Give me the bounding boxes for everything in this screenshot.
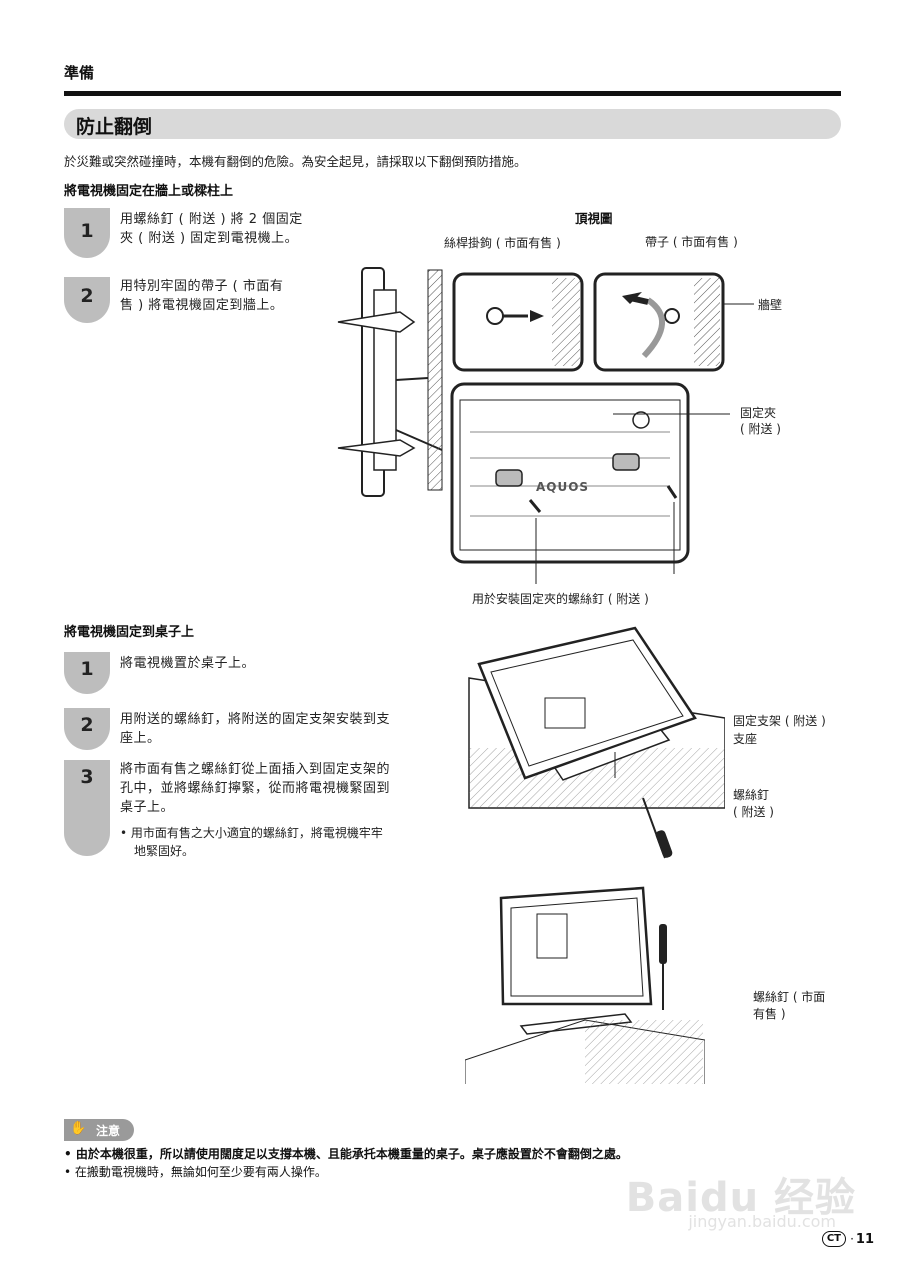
section-label: 準備 bbox=[64, 64, 95, 82]
intro-text: 於災難或突然碰撞時，本機有翻倒的危險。為安全起見，請採取以下翻倒預防措施。 bbox=[64, 154, 527, 169]
table-step-2-text: 用附送的螺絲釘，將附送的固定支架安裝到支 座上。 bbox=[120, 710, 390, 748]
bullet-line: 地緊固好。 bbox=[134, 844, 195, 858]
table-bullet: • 用市面有售之大小適宜的螺絲釘，將電視機牢牢 地緊固好。 bbox=[120, 824, 383, 860]
table-diagram-2 bbox=[465, 886, 705, 1084]
hand-icon: ✋ bbox=[70, 1121, 87, 1136]
step-line: 桌子上。 bbox=[120, 800, 175, 815]
step-line: 夾 ( 附送 ) 固定到電視機上。 bbox=[120, 231, 299, 246]
footer-separator: · bbox=[850, 1232, 854, 1246]
page-title: 防止翻倒 bbox=[76, 116, 153, 138]
step-number: 2 bbox=[80, 285, 94, 307]
aquos-logo: AQUOS bbox=[536, 480, 590, 494]
step-line: 用螺絲釘 ( 附送 ) 將 2 個固定 bbox=[120, 212, 303, 227]
step-number: 3 bbox=[80, 766, 94, 788]
step-number: 1 bbox=[80, 220, 94, 242]
step-line: 座上。 bbox=[120, 731, 161, 746]
caution-item-text: 在搬動電視機時，無論如何至少要有兩人操作。 bbox=[74, 1165, 327, 1179]
step-line: 用附送的螺絲釘，將附送的固定支架安裝到支 bbox=[120, 712, 391, 727]
caution-badge bbox=[64, 1119, 134, 1141]
table-step-3-text: 將市面有售之螺絲釘從上面插入到固定支架的 孔中，並將螺絲釘擰緊，從而將電視機緊固… bbox=[120, 760, 390, 817]
page-number: 11 bbox=[855, 1232, 874, 1247]
header-rule bbox=[64, 91, 841, 96]
table-step-1-text: 將電視機置於桌子上。 bbox=[120, 654, 255, 673]
step-line: 孔中，並將螺絲釘擰緊，從而將電視機緊固到 bbox=[120, 781, 391, 796]
watermark-url: jingyan.baidu.com bbox=[688, 1212, 836, 1231]
table-section-heading: 將電視機固定到桌子上 bbox=[64, 625, 195, 640]
watermark-brand: Baidu 经验 bbox=[625, 1175, 856, 1221]
step-badge-table-3: 3 bbox=[64, 760, 110, 856]
clamp-label-sub: ( 附送 ) bbox=[740, 422, 781, 436]
wall-section-heading: 將電視機固定在牆上或樑柱上 bbox=[64, 184, 234, 199]
strap-label: 帶子 ( 市面有售 ) bbox=[645, 235, 738, 249]
screw-retail-label: 螺絲釘 ( 市面 bbox=[753, 990, 826, 1004]
clamp-label: 固定夾 bbox=[740, 406, 777, 420]
step-badge-wall-1: 1 bbox=[64, 208, 110, 258]
step-badge-wall-2: 2 bbox=[64, 277, 110, 323]
step-badge-table-2: 2 bbox=[64, 708, 110, 750]
caution-item-text: 由於本機很重，所以請使用闊度足以支撐本機、且能承托本機重量的桌子。桌子應設置於不… bbox=[75, 1147, 628, 1161]
wall-mount-diagram bbox=[337, 267, 754, 584]
screw-label: 螺絲釘 bbox=[733, 788, 770, 802]
step-number: 2 bbox=[80, 714, 94, 736]
bullet-dot: • bbox=[64, 1147, 76, 1161]
step-line: 售 ) 將電視機固定到牆上。 bbox=[120, 298, 284, 313]
step-badge-table-1: 1 bbox=[64, 652, 110, 694]
clamp-screw-label: 用於安裝固定夾的螺絲釘 ( 附送 ) bbox=[472, 592, 649, 606]
caution-item: • 在搬動電視機時，無論如何至少要有兩人操作。 bbox=[64, 1163, 327, 1180]
bracket-label: 固定支架 ( 附送 ) bbox=[733, 714, 826, 728]
bullet-dot: • bbox=[64, 1165, 75, 1179]
stand-label: 支座 bbox=[733, 732, 758, 746]
ct-badge: CT bbox=[821, 1231, 846, 1247]
wall-label: 牆壁 bbox=[758, 298, 783, 312]
tv-side-view bbox=[337, 267, 443, 497]
step-number: 1 bbox=[80, 658, 94, 680]
step-line: 用特別牢固的帶子 ( 市面有 bbox=[120, 279, 284, 294]
wall-step-1-text: 用螺絲釘 ( 附送 ) 將 2 個固定 夾 ( 附送 ) 固定到電視機上。 bbox=[120, 210, 303, 248]
screw-retail-label-sub: 有售 ) bbox=[753, 1007, 786, 1021]
caution-label: 注意 bbox=[96, 1124, 121, 1138]
bullet-dot: • bbox=[120, 826, 131, 840]
top-view-label: 頂視圖 bbox=[575, 211, 613, 226]
bullet-line: 用市面有售之大小適宜的螺絲釘，將電視機牢牢 bbox=[130, 826, 383, 840]
step-line: 將電視機置於桌子上。 bbox=[120, 656, 256, 671]
caution-item: • 由於本機很重，所以請使用闊度足以支撐本機、且能承托本機重量的桌子。桌子應設置… bbox=[64, 1145, 628, 1162]
screw-label-sub: ( 附送 ) bbox=[733, 805, 774, 819]
wall-step-2-text: 用特別牢固的帶子 ( 市面有 售 ) 將電視機固定到牆上。 bbox=[120, 277, 283, 315]
step-line: 將市面有售之螺絲釘從上面插入到固定支架的 bbox=[120, 762, 391, 777]
screw-hook-label: 絲桿掛鉤 ( 市面有售 ) bbox=[444, 236, 561, 250]
table-diagram-1 bbox=[468, 626, 725, 859]
title-banner bbox=[64, 109, 841, 139]
